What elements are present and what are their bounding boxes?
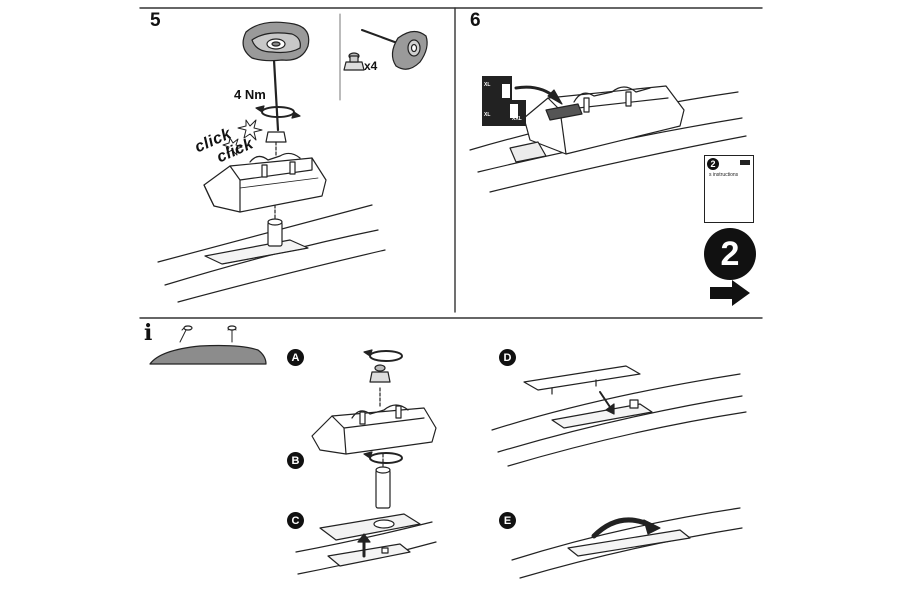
rail-plate-step5 xyxy=(204,239,309,265)
substep-badge-b: B xyxy=(287,452,304,469)
plate-sub-e xyxy=(567,517,691,557)
tool-shaft-step5 xyxy=(272,58,280,132)
substep-badge-c: C xyxy=(287,512,304,529)
step-number: 6 xyxy=(470,10,481,31)
substep-badge-e: E xyxy=(499,512,516,529)
crop-tag: XL xyxy=(484,82,491,88)
booklet-number: 2 xyxy=(707,158,719,170)
rotation-arrow-sub-a xyxy=(363,349,403,362)
inset-hex-key xyxy=(361,29,428,70)
cover-sub-d xyxy=(523,365,653,429)
foot-body-step5 xyxy=(203,152,327,213)
rotation-arrow-sub-b xyxy=(363,451,403,464)
substep-badge-a: A xyxy=(287,349,304,366)
booklet-text: s instructions xyxy=(709,172,739,178)
rail-sub-e xyxy=(511,507,743,579)
crop-selector-step6 xyxy=(482,76,526,126)
crop-tag: XXL xyxy=(512,116,522,122)
step-number: 5 xyxy=(150,10,161,31)
substep-badge-d: D xyxy=(499,349,516,366)
torque-label: 4 Nm xyxy=(234,87,266,102)
foot-body-step6 xyxy=(509,85,685,163)
quantity-label: x4 xyxy=(364,59,378,73)
inset-nut xyxy=(343,52,365,71)
next-arrow-icon xyxy=(710,280,750,306)
insert-arrow-step6 xyxy=(514,85,563,105)
stud-step5 xyxy=(267,204,283,247)
next-step-badge: 2 xyxy=(704,228,756,280)
booklet-tag xyxy=(740,160,750,165)
rail-sub-d xyxy=(491,373,747,467)
info-icon: i xyxy=(144,320,153,346)
tool-handle-step5 xyxy=(242,21,310,62)
bolt-sub-a xyxy=(369,364,391,383)
stud-sub-b xyxy=(375,453,391,509)
car-roof-illustration xyxy=(149,325,267,365)
click-burst xyxy=(222,119,263,156)
bolt-step5 xyxy=(265,131,287,157)
instruction-booklet: 2 s instructions xyxy=(704,155,754,223)
crop-tag: XL xyxy=(484,112,491,118)
plate-sub-c xyxy=(319,513,421,567)
foot-body-sub-a xyxy=(311,387,437,455)
